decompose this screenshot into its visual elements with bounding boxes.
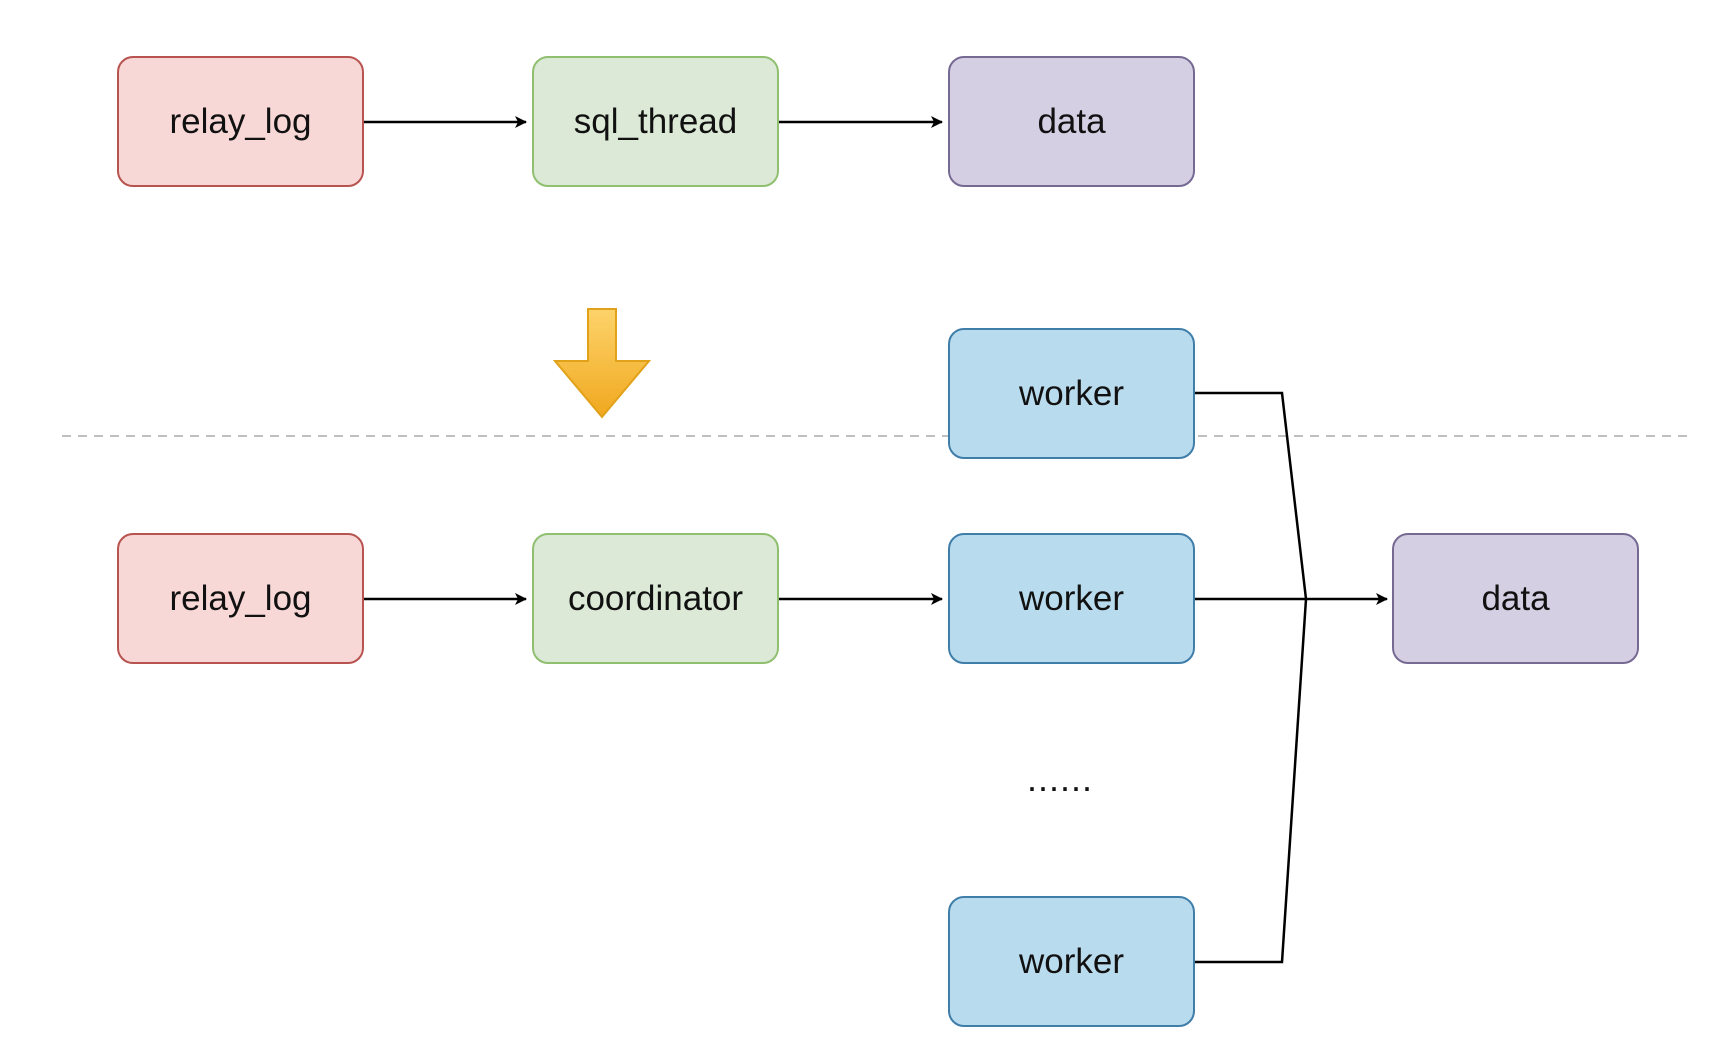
data-box-bottom: data <box>1392 533 1639 664</box>
sql-thread-box: sql_thread <box>532 56 779 187</box>
worker-box-2: worker <box>948 533 1195 664</box>
connector-worker-top-to-merge <box>1194 391 1308 600</box>
data-box-top: data <box>948 56 1195 187</box>
coordinator-box: coordinator <box>532 533 779 664</box>
relay-log-box-bottom: relay_log <box>117 533 364 664</box>
worker-box-1: worker <box>948 328 1195 459</box>
connector-worker-bottom-to-merge <box>1194 598 1308 964</box>
transition-down-arrow-icon <box>552 308 652 419</box>
worker-box-3: worker <box>948 896 1195 1027</box>
relay-log-box-top: relay_log <box>117 56 364 187</box>
workers-ellipsis: ...... <box>1026 758 1093 799</box>
